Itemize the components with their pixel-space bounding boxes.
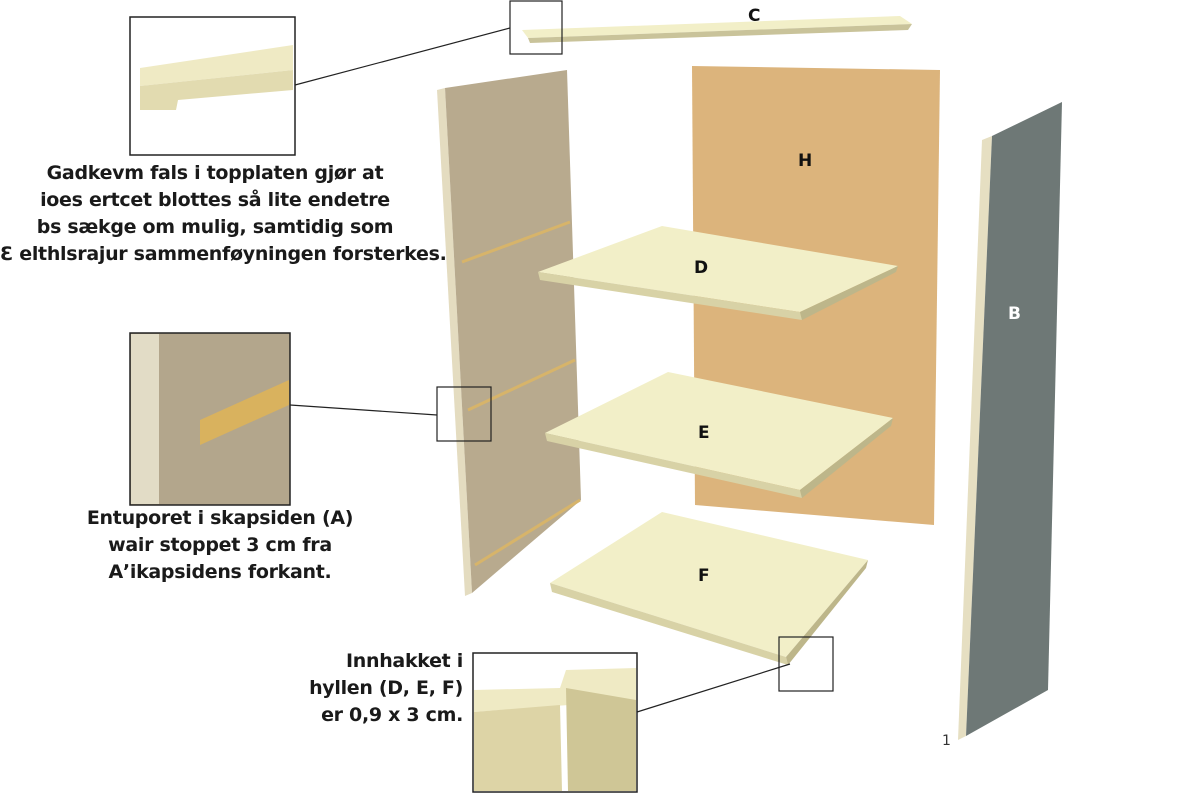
- shelf-f: [550, 512, 868, 657]
- caption-line: ioes ertcet blottes så lite endetre: [40, 189, 390, 211]
- label-d: D: [694, 258, 709, 278]
- caption-line: Innhakket i: [345, 650, 463, 672]
- side-panel-a-edge: [437, 88, 472, 596]
- caption-notch: Innhakket i hyllen (D, E, F) er 0,9 x 3 …: [300, 648, 463, 729]
- label-b: B: [1008, 304, 1021, 324]
- label-h: H: [798, 151, 813, 171]
- caption-line: Aʼikapsidens forkant.: [108, 561, 332, 583]
- detail-box-notch: [778, 636, 834, 692]
- caption-line: bs sækge om mulig, samtidig som: [36, 216, 394, 238]
- side-panel-b-edge: [958, 136, 992, 740]
- caption-groove: Entuporet i skapsiden (A) wair stoppet 3…: [60, 505, 380, 586]
- shelf-e: [545, 372, 893, 490]
- caption-top-rebate: Gadkevm fals i topplaten gjør at ioes er…: [0, 160, 447, 268]
- side-panel-a-grooves: [461, 220, 581, 567]
- side-panel-a: [445, 70, 581, 593]
- page-number: 1: [942, 733, 951, 749]
- caption-line: Ɛ elthlsrajur sammenføyningen forsterkes…: [0, 243, 447, 265]
- top-plate-c: [522, 16, 912, 38]
- caption-line: hyllen (D, E, F): [309, 677, 463, 699]
- detail-box-top: [509, 0, 563, 55]
- shelf-d: [538, 226, 898, 312]
- caption-line: Gadkevm fals i topplaten gjør at: [46, 162, 384, 184]
- caption-line: wair stoppet 3 cm fra: [108, 534, 332, 556]
- label-e: E: [698, 423, 710, 443]
- caption-line: Entuporet i skapsiden (A): [86, 507, 354, 529]
- caption-line: er 0,9 x 3 cm.: [321, 704, 463, 726]
- side-panel-b: [966, 102, 1062, 736]
- label-f: F: [698, 566, 710, 586]
- label-c: C: [748, 6, 761, 26]
- detail-box-groove: [436, 386, 492, 442]
